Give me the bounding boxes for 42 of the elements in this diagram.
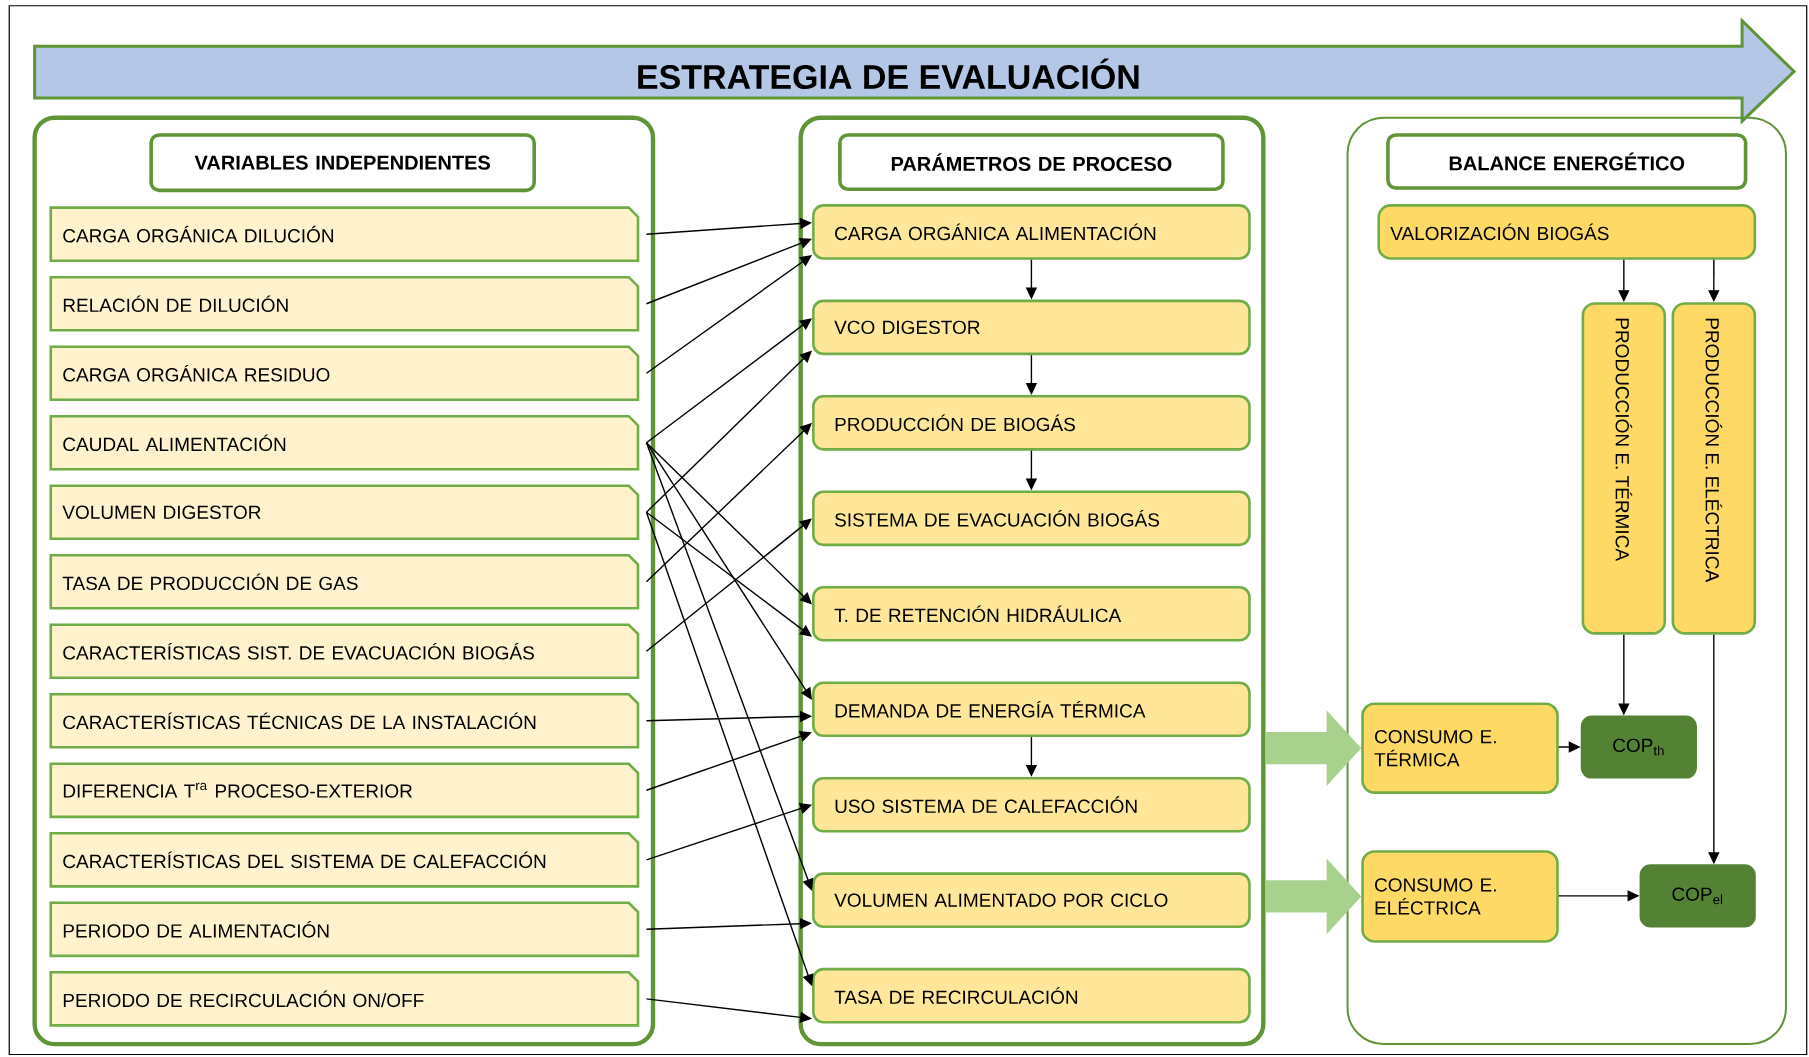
group-panel bbox=[1346, 116, 1787, 1046]
arrow bbox=[645, 238, 812, 305]
process-box: DEMANDA DE ENERGÍA TÉRMICA bbox=[812, 681, 1251, 738]
title-banner: ESTRATEGIA DE EVALUACIÓN bbox=[33, 17, 1797, 125]
input-box: CARACTERÍSTICAS DEL SISTEMA DE CALEFACCIÓN bbox=[49, 832, 640, 888]
result-box: COP$_{el}$ bbox=[1639, 864, 1756, 928]
input-box: CARGA ORGÁNICA RESIDUO bbox=[49, 345, 640, 402]
arrow bbox=[645, 518, 812, 653]
process-box: T. DE RETENCIÓN HIDRÁULICA bbox=[812, 586, 1251, 642]
arrow bbox=[645, 803, 812, 861]
group-panel bbox=[32, 115, 656, 1047]
arrow bbox=[645, 918, 812, 931]
input-box: RELACIÓN DE DILUCIÓN bbox=[49, 276, 640, 332]
input-box: CARACTERÍSTICAS SIST. DE EVACUACIÓN BIOGÁS bbox=[49, 623, 640, 680]
input-box: TASA DE PRODUCCIÓN DE GAS bbox=[49, 554, 640, 610]
arrow bbox=[645, 217, 812, 235]
process-box: TASA DE RECIRCULACIÓN bbox=[812, 967, 1251, 1024]
arrow bbox=[645, 731, 812, 792]
input-box: PERIODO DE ALIMENTACIÓN bbox=[49, 901, 640, 958]
input-box: VOLUMEN DIGESTOR bbox=[49, 484, 640, 541]
group-panel bbox=[798, 115, 1266, 1047]
process-box: PRODUCCIÓN E. ELÉCTRICA bbox=[1671, 302, 1757, 635]
process-box: VALORIZACIÓN BIOGÁS bbox=[1377, 204, 1757, 260]
process-box: USO SISTEMA DE CALEFACCIÓN bbox=[812, 777, 1251, 833]
input-box: PERIODO DE RECIRCULACIÓN ON/OFF bbox=[49, 971, 640, 1027]
process-box: CONSUMO E. TÉRMICA bbox=[1361, 702, 1559, 794]
process-box: PRODUCCIÓN E. TÉRMICA bbox=[1581, 302, 1667, 635]
heading-box: VARIABLES INDEPENDIENTES bbox=[149, 133, 536, 193]
process-box: CONSUMO E. ELÉCTRICA bbox=[1361, 850, 1559, 943]
process-box: VCO DIGESTOR bbox=[812, 299, 1251, 356]
process-box: SISTEMA DE EVACUACIÓN BIOGÁS bbox=[812, 490, 1251, 547]
heading-box: BALANCE ENERGÉTICO bbox=[1386, 133, 1748, 190]
input-box: CARGA ORGÁNICA DILUCIÓN bbox=[49, 206, 640, 263]
result-box: COP$_{th}$ bbox=[1580, 715, 1697, 779]
input-box: CARACTERÍSTICAS TÉCNICAS DE LA INSTALACIÓN bbox=[49, 693, 640, 749]
input-box: CAUDAL ALIMENTACIÓN bbox=[49, 415, 640, 471]
process-box: CARGA ORGÁNICA ALIMENTACIÓN bbox=[812, 204, 1251, 260]
process-box: VOLUMEN ALIMENTADO POR CICLO bbox=[812, 872, 1251, 929]
arrow bbox=[645, 442, 814, 891]
heading-box: PARÁMETROS DE PROCESO bbox=[838, 133, 1225, 192]
process-box: PRODUCCIÓN DE BIOGÁS bbox=[812, 395, 1251, 451]
input-box: DIFERENCIA T$^{ra}$ PROCESO-EXTERIOR bbox=[49, 762, 640, 819]
